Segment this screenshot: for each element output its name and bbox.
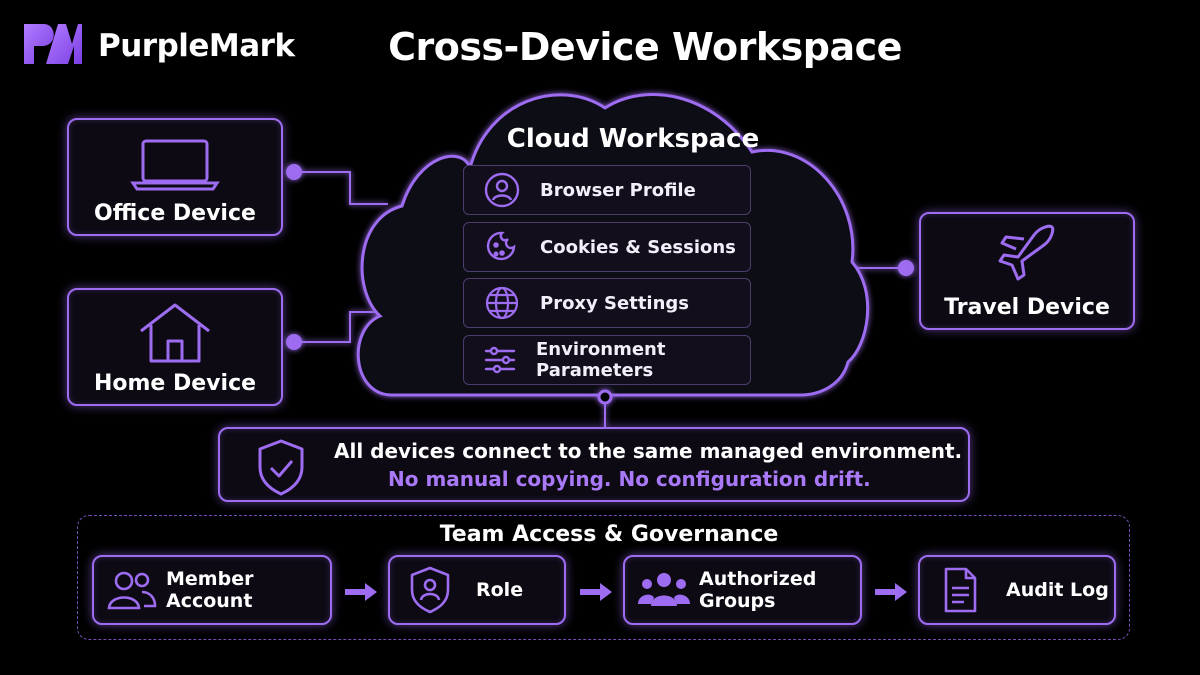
office-device-card[interactable]: Office Device (67, 118, 283, 236)
step-authorized-groups[interactable]: Authorized Groups (623, 555, 862, 625)
user-circle-icon (482, 170, 522, 210)
pm-logo-icon (22, 22, 84, 70)
step-role[interactable]: Role (388, 555, 566, 625)
workspace-item-label: Browser Profile (540, 179, 696, 201)
document-icon (942, 566, 978, 614)
workspace-item-browser-profile[interactable]: Browser Profile (463, 165, 751, 215)
arrow-icon (873, 582, 909, 606)
step-member-account[interactable]: Member Account (92, 555, 332, 625)
step-label: Authorized Groups (699, 568, 817, 612)
globe-icon (482, 283, 522, 323)
shield-check-icon (254, 437, 308, 501)
cloud-workspace-title: Cloud Workspace (506, 124, 760, 154)
step-label: Member Account (166, 568, 254, 612)
brand[interactable]: PurpleMark (22, 22, 295, 70)
notice-line-1: All devices connect to the same managed … (334, 438, 963, 463)
cookie-icon (482, 227, 522, 267)
governance-panel (77, 515, 1130, 640)
travel-device-card[interactable]: Travel Device (919, 212, 1135, 330)
airplane-icon (994, 221, 1060, 287)
home-device-label: Home Device (93, 371, 257, 396)
step-audit-log[interactable]: Audit Log (918, 555, 1116, 625)
notice-connector-dot (597, 389, 613, 405)
notice-line-2: No manual copying. No configuration drif… (388, 466, 871, 491)
group-icon (637, 570, 691, 610)
arrow-icon (343, 582, 379, 606)
sliders-icon (482, 340, 518, 380)
shield-user-icon (408, 565, 452, 615)
travel-device-label: Travel Device (944, 295, 1110, 320)
office-device-label: Office Device (94, 201, 256, 226)
page-title: Cross-Device Workspace (388, 25, 902, 69)
laptop-icon (129, 137, 221, 197)
step-label: Audit Log (1006, 579, 1109, 601)
workspace-item-label: Proxy Settings (540, 292, 690, 314)
office-connector (294, 171, 388, 205)
arrow-icon (578, 582, 614, 606)
users-icon (106, 568, 158, 612)
governance-title: Team Access & Governance (439, 522, 779, 547)
workspace-item-proxy[interactable]: Proxy Settings (463, 278, 751, 328)
brand-name: PurpleMark (98, 28, 295, 64)
workspace-item-label: Environment Parameters (536, 339, 666, 381)
travel-connector-dot (898, 260, 914, 276)
notice-banner: All devices connect to the same managed … (218, 427, 970, 502)
office-connector-dot (286, 164, 302, 180)
workspace-item-label: Cookies & Sessions (540, 236, 736, 258)
home-connector-dot (286, 334, 302, 350)
workspace-item-cookies[interactable]: Cookies & Sessions (463, 222, 751, 272)
home-connector (294, 311, 384, 343)
workspace-item-environment[interactable]: Environment Parameters (463, 335, 751, 385)
step-label: Role (476, 579, 524, 601)
home-device-card[interactable]: Home Device (67, 288, 283, 406)
house-icon (135, 301, 215, 367)
